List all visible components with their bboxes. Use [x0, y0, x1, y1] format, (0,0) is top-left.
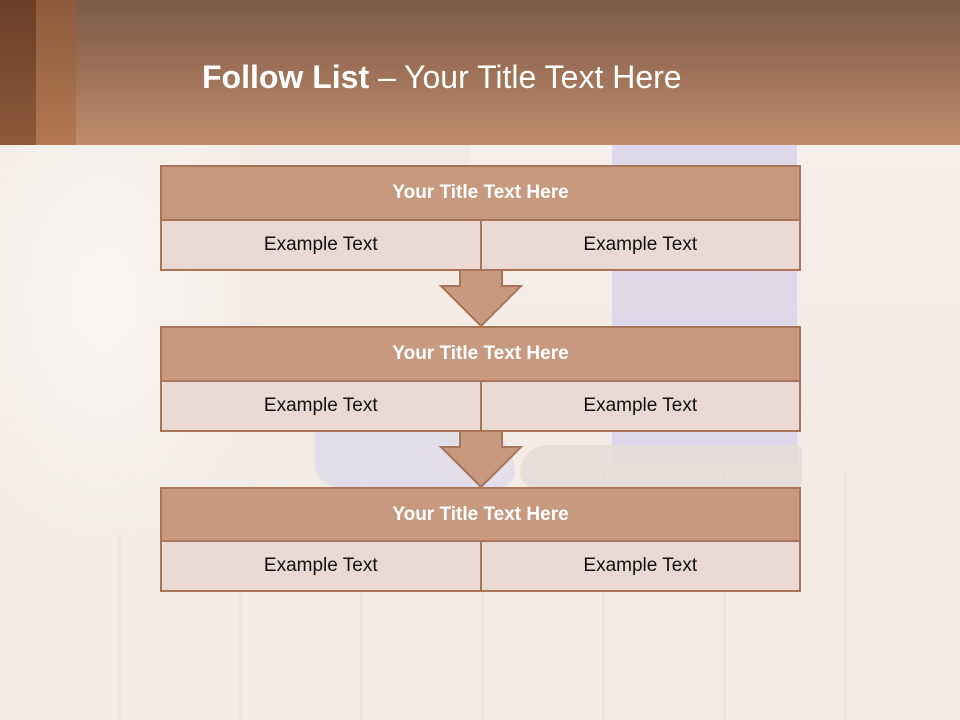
step-cell-left: Example Text: [160, 382, 480, 432]
step-box-2: Your Title Text Here Example Text Exampl…: [160, 326, 801, 432]
step-title: Your Title Text Here: [160, 165, 801, 221]
header-accent-strip: [0, 0, 36, 145]
slide-title-rest: – Your Title Text Here: [369, 59, 682, 95]
header-accent-strip-light: [36, 0, 76, 145]
step-box-3: Your Title Text Here Example Text Exampl…: [160, 487, 801, 592]
step-cell-right: Example Text: [479, 221, 801, 271]
step-row: Example Text Example Text: [160, 542, 801, 592]
down-arrow-icon: [438, 268, 524, 328]
step-cell-left: Example Text: [160, 221, 480, 271]
slide-title: Follow List – Your Title Text Here: [202, 55, 682, 99]
step-row: Example Text Example Text: [160, 382, 801, 432]
slide-title-bold: Follow List: [202, 59, 370, 95]
step-cell-right: Example Text: [479, 382, 801, 432]
step-cell-left: Example Text: [160, 542, 480, 592]
header-band: Follow List – Your Title Text Here: [0, 0, 960, 145]
step-box-1: Your Title Text Here Example Text Exampl…: [160, 165, 801, 271]
step-title: Your Title Text Here: [160, 326, 801, 382]
step-row: Example Text Example Text: [160, 221, 801, 271]
step-cell-right: Example Text: [479, 542, 801, 592]
down-arrow-icon: [438, 429, 524, 489]
step-title: Your Title Text Here: [160, 487, 801, 542]
